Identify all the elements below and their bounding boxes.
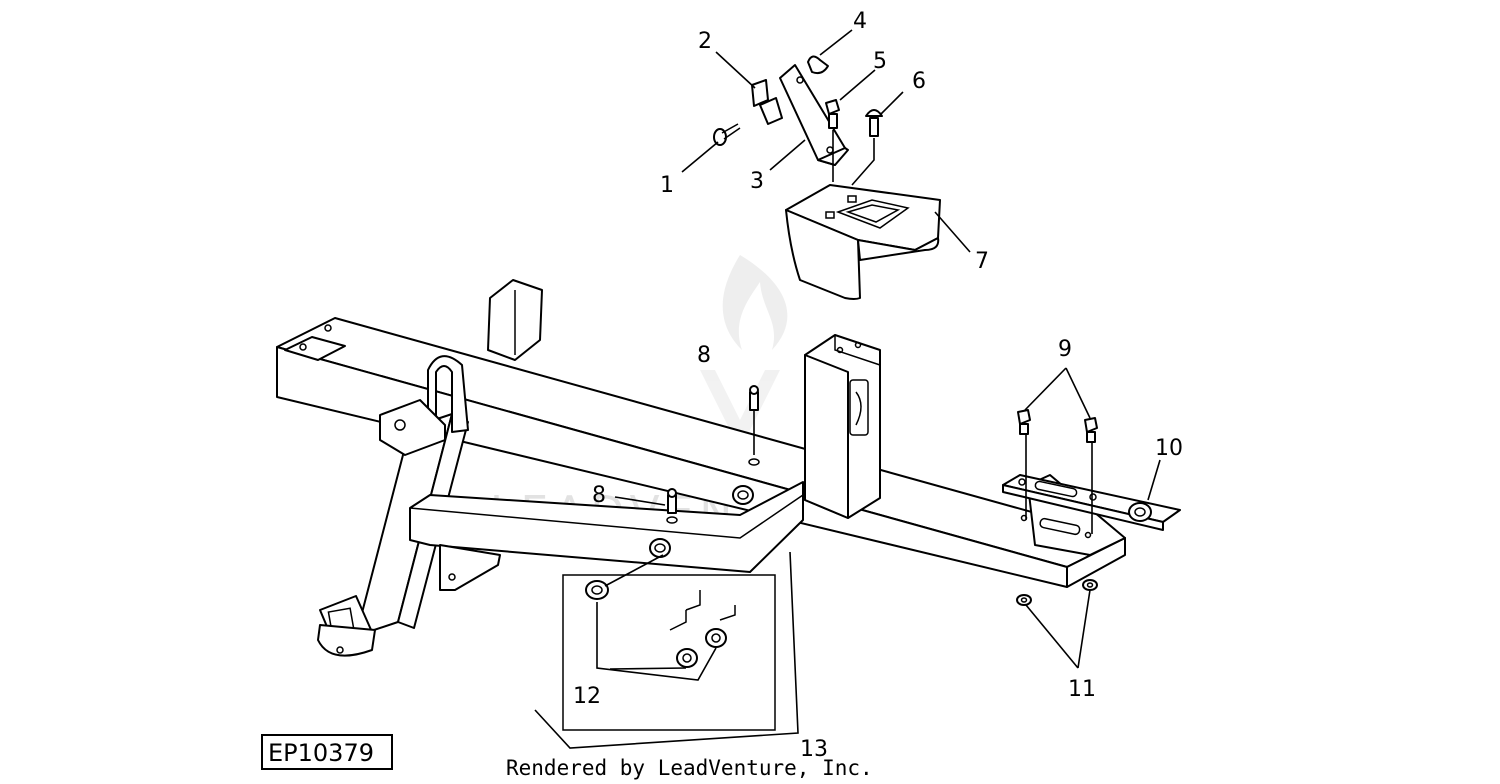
callout-9: 9 [1058,337,1072,362]
hair-pin [713,123,741,146]
bushing-lower [649,538,671,558]
callouts: 1 2 3 4 5 6 7 8 8 9 10 11 12 13 [573,9,1183,762]
lever [779,64,849,166]
callout-1: 1 [660,173,674,198]
cover-shroud [785,184,941,300]
callout-2: 2 [698,29,712,54]
reference-number-box: EP10379 [261,734,393,770]
callout-6: 6 [912,69,926,94]
callout-10: 10 [1155,436,1183,461]
callout-11: 11 [1068,677,1096,702]
reference-number: EP10379 [268,739,374,767]
bushing-upper [732,485,754,505]
grease-fitting-lower [666,488,678,524]
rear-post [487,279,543,361]
clevis-bracket [379,355,469,456]
bolt-5 [825,99,840,129]
credit-text: Rendered by LeadVenture, Inc. [506,756,873,780]
watermark-logo [700,255,788,450]
carriage-bolt-6 [865,109,883,137]
callout-8-lower: 8 [592,483,606,508]
vertical-channel [804,334,881,519]
washer-11a [1016,594,1032,606]
callout-3: 3 [750,169,764,194]
callout-4: 4 [853,9,867,34]
callout-7: 7 [975,249,989,274]
inset-box [562,574,776,731]
callout-5: 5 [873,49,887,74]
bolt-9a [1017,409,1031,435]
grease-fitting-upper [748,385,760,466]
bolt-9b [1084,417,1098,443]
callout-8-upper: 8 [697,343,711,368]
pivot-arm [409,481,804,591]
leader-lines [534,29,1161,749]
callout-13: 13 [800,737,828,762]
bracket-clip [751,79,783,125]
callout-12: 12 [573,684,601,709]
knob [807,55,829,75]
washer-11b [1082,579,1098,591]
